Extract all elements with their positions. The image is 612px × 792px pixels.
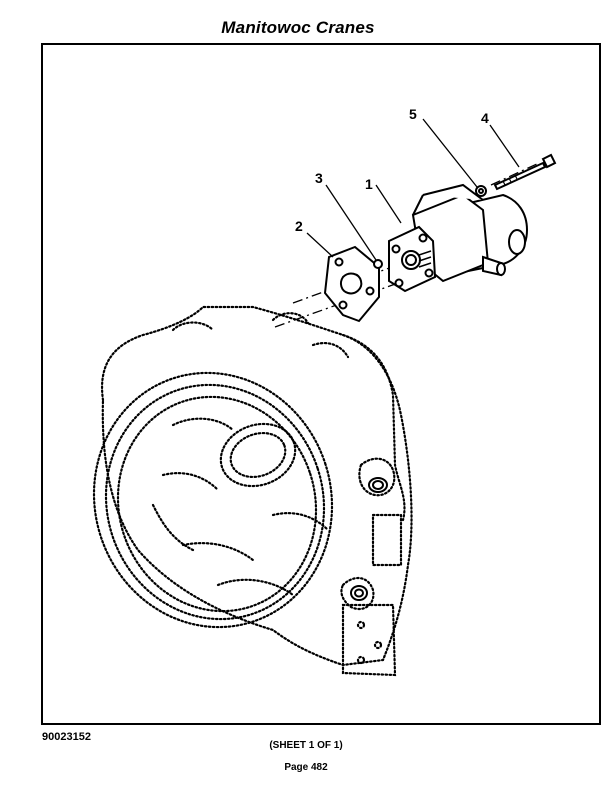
page-number: Page 482 bbox=[284, 762, 328, 773]
hydraulic-pump-part bbox=[388, 183, 529, 293]
callout-numbers: 1 2 3 4 5 bbox=[295, 106, 489, 234]
bolt-part bbox=[493, 153, 557, 191]
lock-washer-part bbox=[475, 185, 487, 197]
gasket-part bbox=[323, 245, 380, 323]
washer-part bbox=[373, 259, 383, 269]
page-title: Manitowoc Cranes bbox=[221, 18, 375, 37]
callout-5: 5 bbox=[409, 106, 417, 122]
callout-3: 3 bbox=[315, 170, 323, 186]
drawing-number: 90023152 bbox=[42, 731, 91, 743]
housing-ports bbox=[350, 477, 388, 601]
sheet-label: (SHEET 1 OF 1) bbox=[269, 740, 343, 751]
flywheel-housing bbox=[92, 305, 413, 677]
exploded-view-drawing: 1 2 3 4 5 bbox=[92, 106, 557, 677]
drawing-frame: 1 2 3 4 5 bbox=[41, 43, 601, 725]
callout-4: 4 bbox=[481, 110, 489, 126]
callout-2: 2 bbox=[295, 218, 303, 234]
callout-1: 1 bbox=[365, 176, 373, 192]
callout-leaders bbox=[306, 118, 520, 261]
